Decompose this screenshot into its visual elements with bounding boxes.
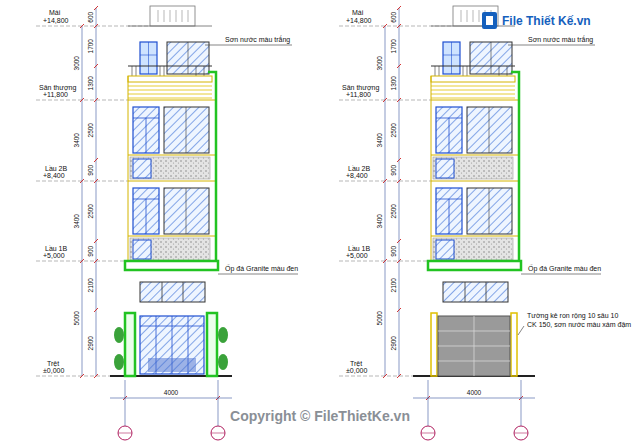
dimension-text: 3000	[74, 55, 81, 71]
dimension-text: 3400	[377, 132, 384, 148]
level-label: +5,000	[345, 252, 369, 259]
level-label: Mái	[351, 9, 364, 16]
dimension-text: 3400	[74, 132, 81, 148]
level-label: +11,800	[345, 91, 372, 98]
dimension-text: 900	[391, 164, 398, 177]
dimension-text: 2900	[391, 335, 398, 351]
level-label: ±0,000	[345, 367, 368, 374]
dimension-text: 1700	[391, 38, 398, 54]
level-label: +5,000	[42, 252, 66, 259]
logo-text: File Thiết Kế.vn	[501, 15, 592, 27]
material-note: Ốp đá Granite màu đen	[527, 265, 602, 272]
dimension-text: 2100	[88, 277, 95, 293]
level-label: Lầu 1B	[347, 245, 371, 252]
level-label: +8,400	[42, 172, 66, 179]
material-note: Ốp đá Granite màu đen	[224, 265, 299, 272]
level-label: Sân thượng	[38, 84, 77, 91]
dimension-text: 900	[88, 164, 95, 177]
dimension-text: 3400	[377, 213, 384, 229]
dimension-text: 4000	[163, 390, 179, 397]
level-label: +11,800	[42, 91, 69, 98]
dimension-text: 2500	[88, 122, 95, 138]
dimension-text: 900	[88, 245, 95, 258]
level-label: Lầu 2B	[44, 165, 68, 172]
dimension-text: 3400	[74, 213, 81, 229]
dimension-text: 1700	[88, 38, 95, 54]
dimension-text: 3000	[377, 55, 384, 71]
level-label: Trệt	[349, 360, 363, 367]
dimension-text: 4000	[466, 390, 482, 397]
level-label: Trệt	[46, 360, 60, 367]
watermark: Copyright © FileThietKe.vn	[229, 409, 411, 423]
level-label: Lầu 1B	[44, 245, 68, 252]
dimension-text: 2500	[391, 203, 398, 219]
material-note: Tường kẻ ron rộng 10 sâu 10	[526, 312, 619, 319]
level-label: Sân thượng	[341, 84, 380, 91]
dimension-text: 600	[391, 11, 398, 24]
level-label: +14,800	[345, 17, 373, 24]
level-label: ±0,000	[42, 367, 65, 374]
level-label: Mái	[48, 9, 61, 16]
material-note: Sơn nước màu trắng	[527, 36, 594, 43]
dimension-text: 900	[391, 245, 398, 258]
garage-door	[431, 313, 524, 376]
dimension-text: 2100	[391, 277, 398, 293]
dimension-text: 1300	[391, 75, 398, 91]
dimension-text: 2500	[88, 203, 95, 219]
dimension-text: 5000	[377, 310, 384, 326]
dimension-text: 2500	[391, 122, 398, 138]
level-label: +8,400	[345, 172, 369, 179]
logo-icon	[482, 12, 497, 29]
dimension-text: 5000	[74, 310, 81, 326]
level-label: +14,800	[42, 17, 70, 24]
material-note: Sơn nước màu trắng	[224, 36, 291, 43]
material-note: CK 150, sơn nước màu xám đậm	[526, 321, 632, 328]
level-label: Lầu 2B	[347, 165, 371, 172]
leader-lines	[205, 45, 601, 274]
dimension-text: 2900	[88, 335, 95, 351]
dimension-text: 600	[88, 11, 95, 24]
dimension-text: 1300	[88, 75, 95, 91]
glass-shopfront	[114, 313, 228, 376]
